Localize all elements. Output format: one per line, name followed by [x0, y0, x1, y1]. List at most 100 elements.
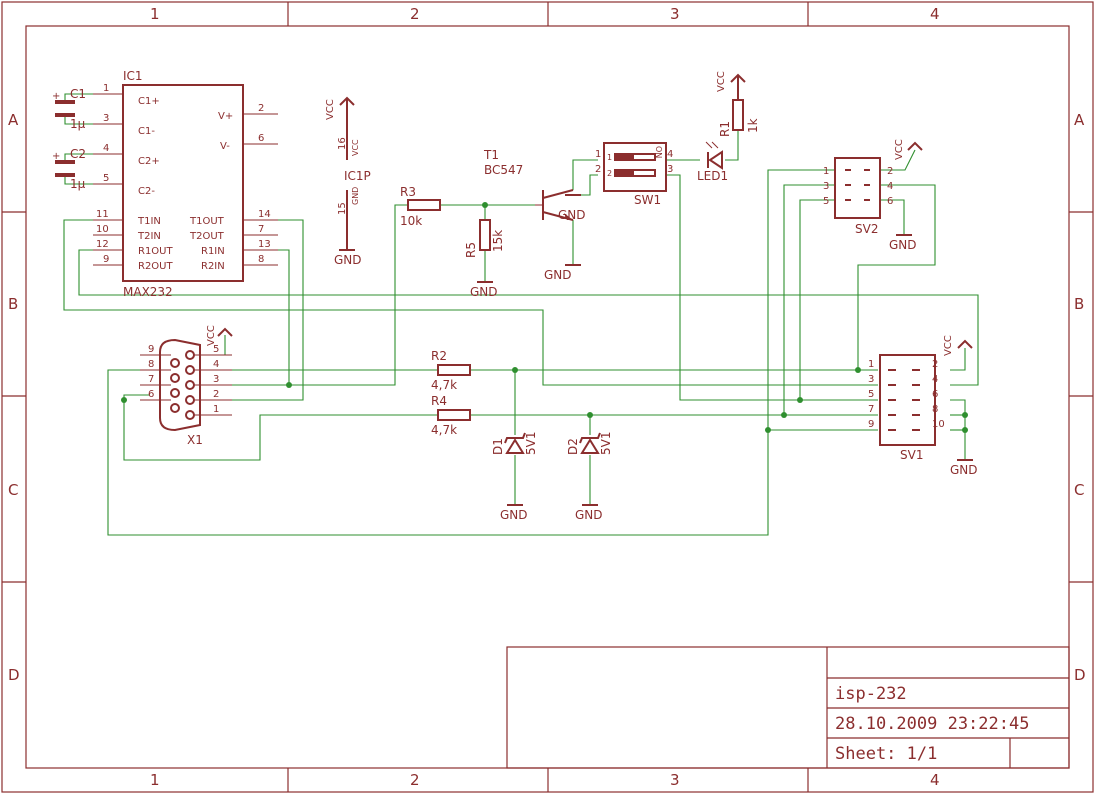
junction-sv1-pin1	[855, 367, 861, 373]
net-sw1-pin3	[665, 174, 878, 401]
ic1p-vcc-pin: 16	[337, 137, 348, 150]
x1-pin-6: 6	[148, 389, 154, 400]
sv1-pin-5: 5	[868, 389, 874, 400]
title-project-name: isp-232	[835, 684, 907, 704]
c1-name: C1	[70, 87, 86, 101]
ic1-pin-num-13: 13	[258, 239, 271, 250]
junction-r1in	[286, 382, 292, 388]
c2-name: C2	[70, 147, 86, 161]
ic1-pin-label-t1out: T1OUT	[189, 216, 225, 227]
net-r1in	[232, 249, 290, 386]
net-sv2-pin6-gnd	[880, 199, 905, 235]
col-label-4-bottom: 4	[930, 771, 940, 789]
capacitor-c1: + C1 1µ	[52, 87, 86, 131]
sv1-vcc-label: VCC	[943, 335, 954, 356]
r1-vcc-label: VCC	[716, 71, 727, 92]
r5-value: 15k	[491, 230, 505, 252]
sv2-name: SV2	[855, 222, 878, 236]
ic1-pin-num-7: 7	[258, 224, 264, 235]
r5-name: R5	[464, 242, 478, 258]
header-sv2: 1 2 3 4 5 6 SV2 VCC GND	[823, 139, 923, 252]
sw1-gnd-label: GND	[558, 208, 586, 222]
ic1-name: IC1	[123, 69, 143, 83]
junction-sv1-pin8	[962, 412, 968, 418]
sv1-pin-6: 6	[932, 389, 938, 400]
sw1-slot-2: 2	[607, 169, 612, 178]
net-led-r1	[725, 130, 739, 161]
net-t1out	[232, 219, 304, 401]
ic1-pin-num-1: 1	[103, 83, 109, 94]
row-label-a-left: A	[8, 111, 19, 129]
junctions	[121, 202, 968, 433]
sw1-on-label: ON	[654, 146, 663, 158]
r4-value: 4,7k	[431, 423, 457, 437]
r4-name: R4	[431, 394, 447, 408]
x1-name: X1	[187, 433, 203, 447]
ic1-pin-num-11: 11	[96, 209, 109, 220]
junction-r5	[482, 202, 488, 208]
net-x1-pin6	[123, 394, 438, 461]
row-label-d-right: D	[1074, 666, 1086, 684]
sv2-vcc-label: VCC	[894, 139, 905, 160]
junction-sv1-pin5	[797, 397, 803, 403]
col-label-2-top: 2	[410, 5, 420, 23]
sv1-pin-1: 1	[868, 359, 874, 370]
row-label-d-left: D	[8, 666, 20, 684]
r1-value: 1k	[746, 118, 760, 133]
ic1-pin-num-2: 2	[258, 103, 264, 114]
col-label-3-bottom: 3	[670, 771, 680, 789]
net-collector-sw1	[572, 159, 598, 190]
sw1-name: SW1	[634, 193, 661, 207]
x1-pin-3: 3	[213, 374, 219, 385]
net-sv1-gnd	[950, 399, 966, 460]
ic1-pin-num-3: 3	[103, 113, 109, 124]
col-label-1-bottom: 1	[150, 771, 160, 789]
transistor-t1: T1 BC547 GND	[483, 148, 581, 282]
capacitor-c2: + C2 1µ	[52, 147, 86, 191]
col-label-3-top: 3	[670, 5, 680, 23]
net-sv2-pin1	[767, 169, 835, 430]
row-label-b-left: B	[8, 295, 18, 313]
net-sv2-pin2-vcc	[880, 149, 916, 171]
ic1-pin-label-t2in: T2IN	[137, 231, 161, 242]
sv2-pin-1: 1	[823, 166, 829, 177]
sw1-pin-3: 3	[667, 164, 673, 175]
ic1-pin-label-c2m: C2-	[138, 186, 155, 197]
ic1-pin-num-5: 5	[103, 173, 109, 184]
sv2-gnd-label: GND	[889, 238, 917, 252]
ic1p-vcc-tag: VCC	[351, 139, 360, 156]
d1-value: 5V1	[524, 432, 538, 455]
r5-gnd-label: GND	[470, 285, 498, 299]
sv1-pin-9: 9	[868, 419, 874, 430]
resistor-r5: R5 15k GND	[464, 219, 505, 299]
resistor-r4: R4 4,7k	[431, 394, 471, 437]
ic1-pin-num-4: 4	[103, 143, 109, 154]
title-block: isp-232 28.10.2009 23:22:45 Sheet: 1/1	[506, 646, 1070, 769]
t1-name: T1	[483, 148, 499, 162]
resistor-r3: R3 10k	[400, 185, 441, 228]
sv2-pin-6: 6	[887, 196, 893, 207]
t1-value: BC547	[484, 163, 523, 177]
net-x1-pin3	[232, 204, 408, 386]
r1-name: R1	[718, 121, 732, 137]
switch-sw1: 1 2 ON 1 2 4 3 SW1 GND	[558, 142, 673, 222]
sw1-pin-4: 4	[667, 149, 673, 160]
junction-sv1-pin9	[765, 427, 771, 433]
row-label-b-right: B	[1074, 295, 1084, 313]
ic1-pin-label-t1in: T1IN	[137, 216, 161, 227]
sv2-pin-4: 4	[887, 181, 893, 192]
resistor-r1: R1 1k VCC	[716, 71, 760, 137]
net-sv2-pin5	[799, 199, 835, 400]
ic1p-gnd-label: GND	[334, 253, 362, 267]
d2-gnd-label: GND	[575, 508, 603, 522]
led-led1: LED1	[697, 141, 728, 183]
junction-sv1-pin7	[781, 412, 787, 418]
led1-name: LED1	[697, 169, 728, 183]
ic1-pin-num-8: 8	[258, 254, 264, 265]
net-x1-pin7	[107, 369, 878, 536]
c1-value: 1µ	[70, 117, 86, 131]
r3-name: R3	[400, 185, 416, 199]
ic1-pin-num-9: 9	[103, 254, 109, 265]
svg-text:+: +	[52, 151, 60, 162]
